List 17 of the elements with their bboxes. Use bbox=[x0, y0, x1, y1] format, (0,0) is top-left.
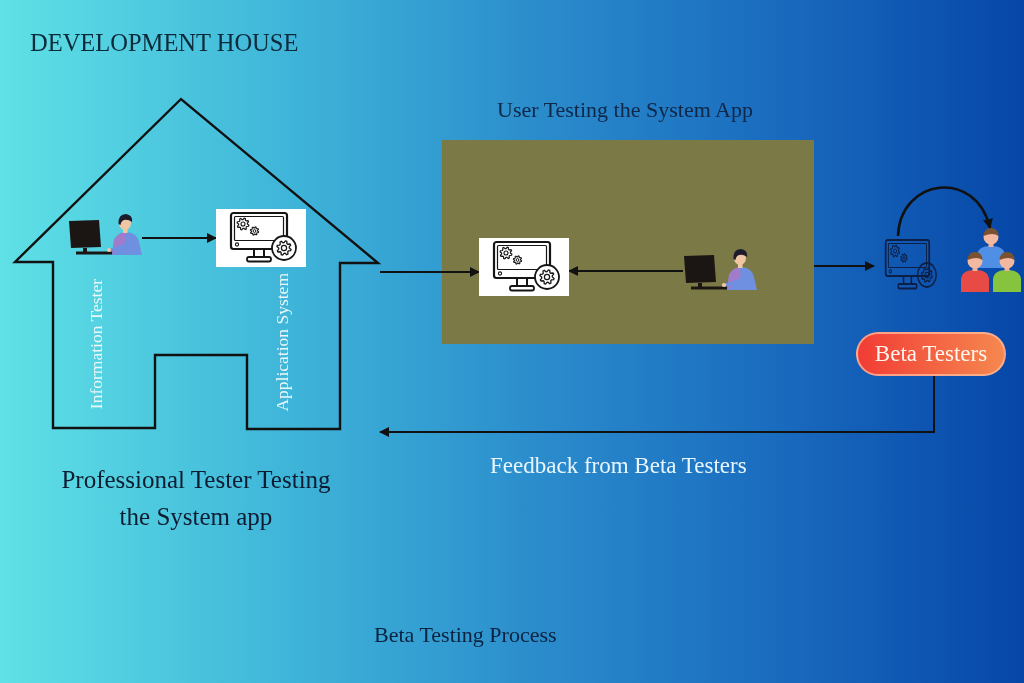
edge-label: Feedback from Beta Testers bbox=[490, 452, 747, 479]
vertical-label: Application System bbox=[272, 273, 293, 412]
arrow bbox=[141, 233, 217, 243]
arrow bbox=[379, 375, 935, 437]
monitor-gears-icon bbox=[479, 238, 569, 296]
people-group-icon bbox=[960, 228, 1022, 292]
diagram-caption: Beta Testing Process bbox=[374, 622, 557, 648]
panel-heading: User Testing the System App bbox=[497, 97, 753, 123]
node-caption: Professional Tester Testing the System app bbox=[60, 465, 332, 532]
arrow bbox=[568, 266, 684, 276]
arrow bbox=[379, 267, 480, 277]
curved-arrow bbox=[896, 186, 992, 237]
arrow bbox=[813, 261, 875, 271]
group-pill: Beta Testers bbox=[856, 332, 1006, 376]
vertical-label: Information Tester bbox=[86, 279, 107, 410]
house-heading: DEVELOPMENT HOUSE bbox=[30, 29, 299, 57]
person-at-computer-icon bbox=[683, 248, 757, 290]
